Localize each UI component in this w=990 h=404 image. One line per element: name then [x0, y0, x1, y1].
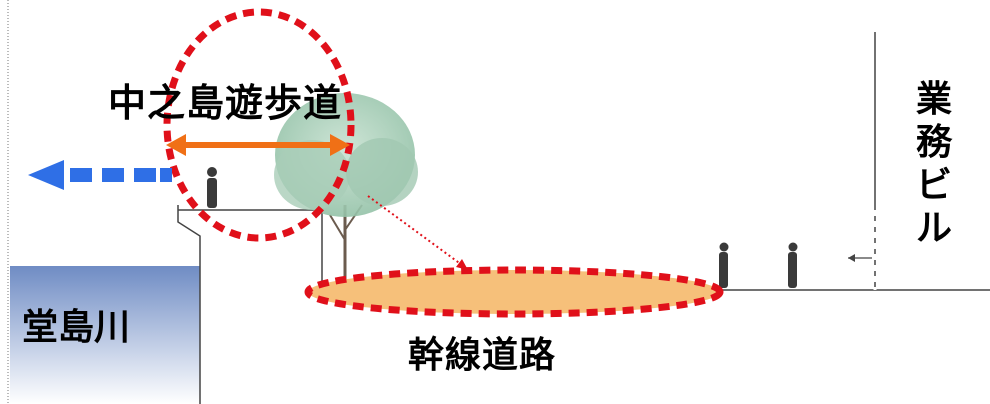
river-label: 堂島川 — [22, 307, 131, 348]
road-highlight-ellipse — [304, 266, 724, 318]
building-label-char: 務 — [915, 122, 952, 163]
promenade-width-arrowhead-right — [330, 134, 350, 156]
building-label: 業 務 ビ ル — [912, 78, 956, 250]
building-label-char: ル — [915, 208, 952, 249]
person-silhouette — [788, 242, 798, 288]
building-label-char: 業 — [915, 79, 952, 120]
river-water — [10, 266, 200, 404]
tree-illustration — [274, 93, 418, 290]
promenade-highlight-circle — [163, 8, 355, 242]
building-label-char: ビ — [915, 165, 952, 206]
connector-arrowhead — [456, 259, 468, 270]
ground-profile-line — [177, 205, 201, 404]
person-silhouette — [719, 242, 729, 288]
direction-arrow — [28, 160, 172, 190]
building-entrance-arrowhead — [848, 254, 855, 262]
connector-dotted-line — [367, 195, 463, 266]
person-silhouette — [207, 167, 217, 208]
promenade-width-arrowhead-left — [166, 134, 186, 156]
promenade-label: 中之島遊歩道 — [108, 81, 343, 125]
road-label: 幹線道路 — [408, 335, 557, 376]
